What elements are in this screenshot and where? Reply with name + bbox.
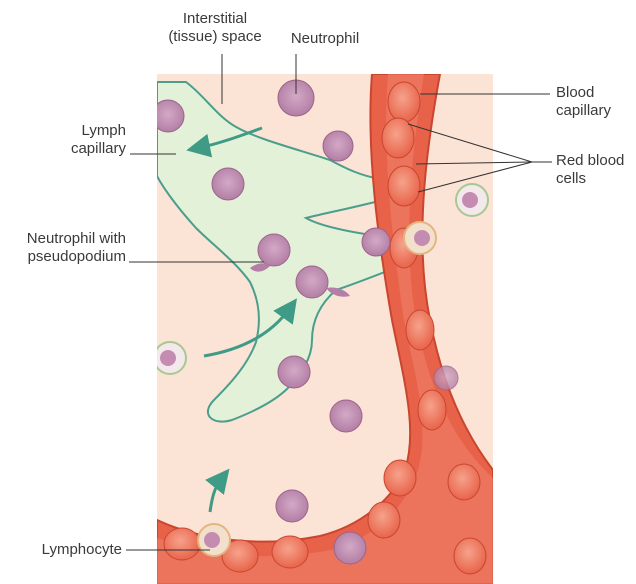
label-blood-capillary: Blood capillary	[556, 84, 634, 120]
label-lymphocyte: Lymphocyte	[10, 541, 122, 559]
lymphocyte-outside-nucleus	[462, 192, 478, 208]
label-neutrophil-with-pseudopodium: Neutrophil with pseudopodium	[2, 230, 126, 266]
label-red-blood-cells: Red blood cells	[556, 152, 634, 188]
label-neutrophil: Neutrophil	[270, 30, 380, 48]
label-lymph-capillary: Lymph capillary	[20, 122, 126, 158]
label-interstitial-space: Interstitial (tissue) space	[145, 10, 285, 46]
